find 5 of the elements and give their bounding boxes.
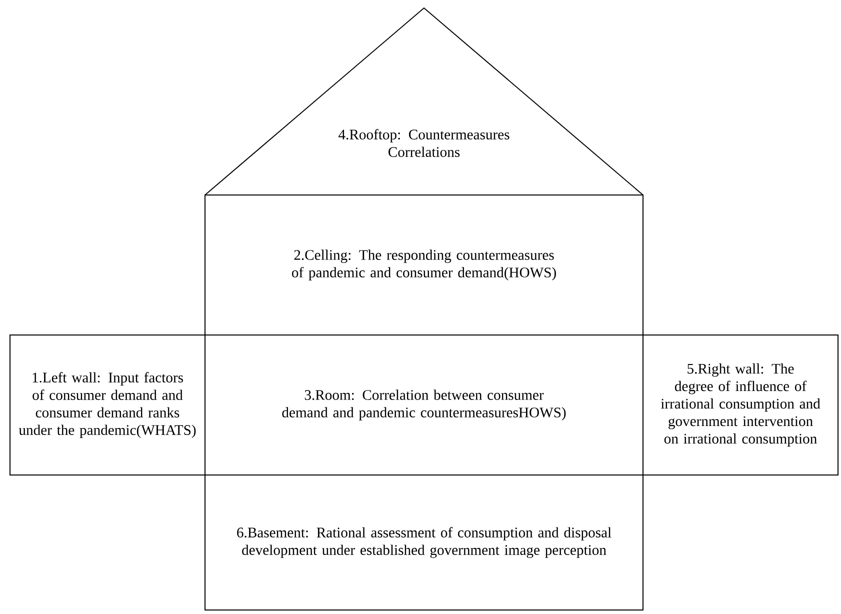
house-section-box: 3.Room: Correlation between consumer demand and pandemic countermeasuresHOWS): [204, 334, 644, 476]
house-section-box: 5.Right wall: The degree of influence of irrational consumption and government intervention on irrational consumption: [642, 334, 838, 476]
house-section-box: 2.Celling: The responding countermeasures of pandemic and consumer demand(HOWS): [204, 194, 644, 336]
house-section-box: 1.Left wall: Input factors of consumer demand and consumer demand ranks under the pandemic(WHATS): [10, 334, 206, 476]
house-section-box: 6.Basement: Rational assessment of consumption and disposal development under established government image perception: [204, 474, 644, 610]
